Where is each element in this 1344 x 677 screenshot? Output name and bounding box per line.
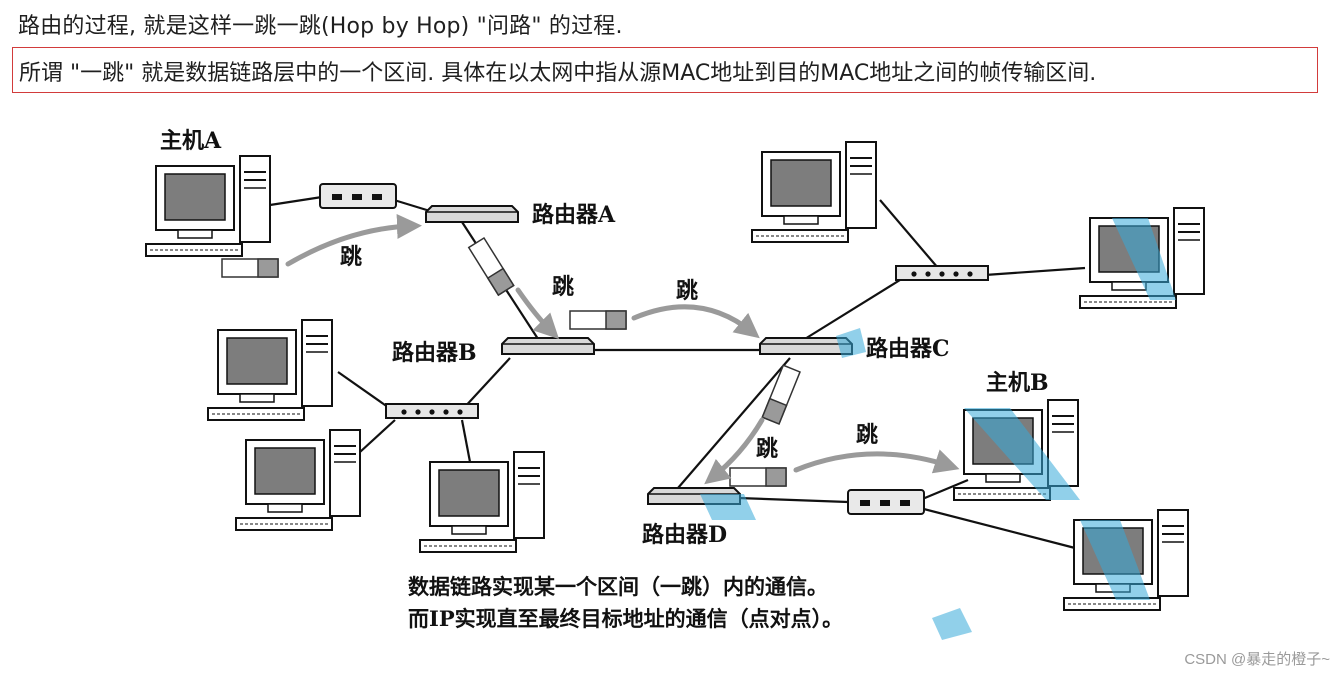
figure-caption-line-2: 而IP实现直至最终目标地址的通信（点对点）。	[408, 606, 843, 631]
hop-label: 跳	[676, 278, 698, 304]
router-b-icon	[501, 337, 595, 355]
computer-icon	[207, 319, 333, 421]
packet-icon	[729, 467, 787, 487]
router-a-icon	[425, 205, 519, 223]
router-c-label: 路由器C	[866, 336, 950, 362]
intro-paragraph: 路由的过程, 就是这样一跳一跳(Hop by Hop) "问路" 的过程.	[18, 14, 623, 39]
router-b-label: 路由器B	[392, 340, 477, 366]
packet-icon	[569, 310, 627, 330]
hop-label: 跳	[756, 436, 778, 462]
host-a-label: 主机A	[160, 128, 222, 154]
host-b-label: 主机B	[986, 370, 1049, 396]
hop-label: 跳	[340, 244, 362, 270]
highlighted-definition-box: 所谓 "一跳" 就是数据链路层中的一个区间. 具体在以太网中指从源MAC地址到目…	[12, 47, 1318, 93]
packet-icon	[467, 237, 515, 296]
host-a-computer	[145, 155, 271, 257]
csdn-watermark: CSDN @暴走的橙子~	[1184, 651, 1330, 668]
hub-icon	[385, 403, 479, 419]
hop-definition-text: 所谓 "一跳" 就是数据链路层中的一个区间. 具体在以太网中指从源MAC地址到目…	[19, 61, 1097, 86]
hop-arrows	[285, 213, 960, 485]
switch-icon	[847, 489, 925, 515]
computer-icon	[235, 429, 361, 531]
switch-icon	[319, 183, 397, 209]
hop-label: 跳	[856, 422, 878, 448]
router-a-label: 路由器A	[532, 202, 616, 228]
computer-icon	[751, 141, 877, 243]
hub-icon	[895, 265, 989, 281]
scan-tint-marks	[700, 218, 1176, 640]
packet-icon	[221, 258, 279, 278]
computer-icon	[419, 451, 545, 553]
hop-label: 跳	[552, 274, 574, 300]
network-cables	[269, 195, 1086, 550]
figure-caption-line-1: 数据链路实现某一个区间（一跳）内的通信。	[408, 574, 828, 599]
router-d-label: 路由器D	[642, 522, 727, 548]
packet-icon	[761, 364, 801, 425]
